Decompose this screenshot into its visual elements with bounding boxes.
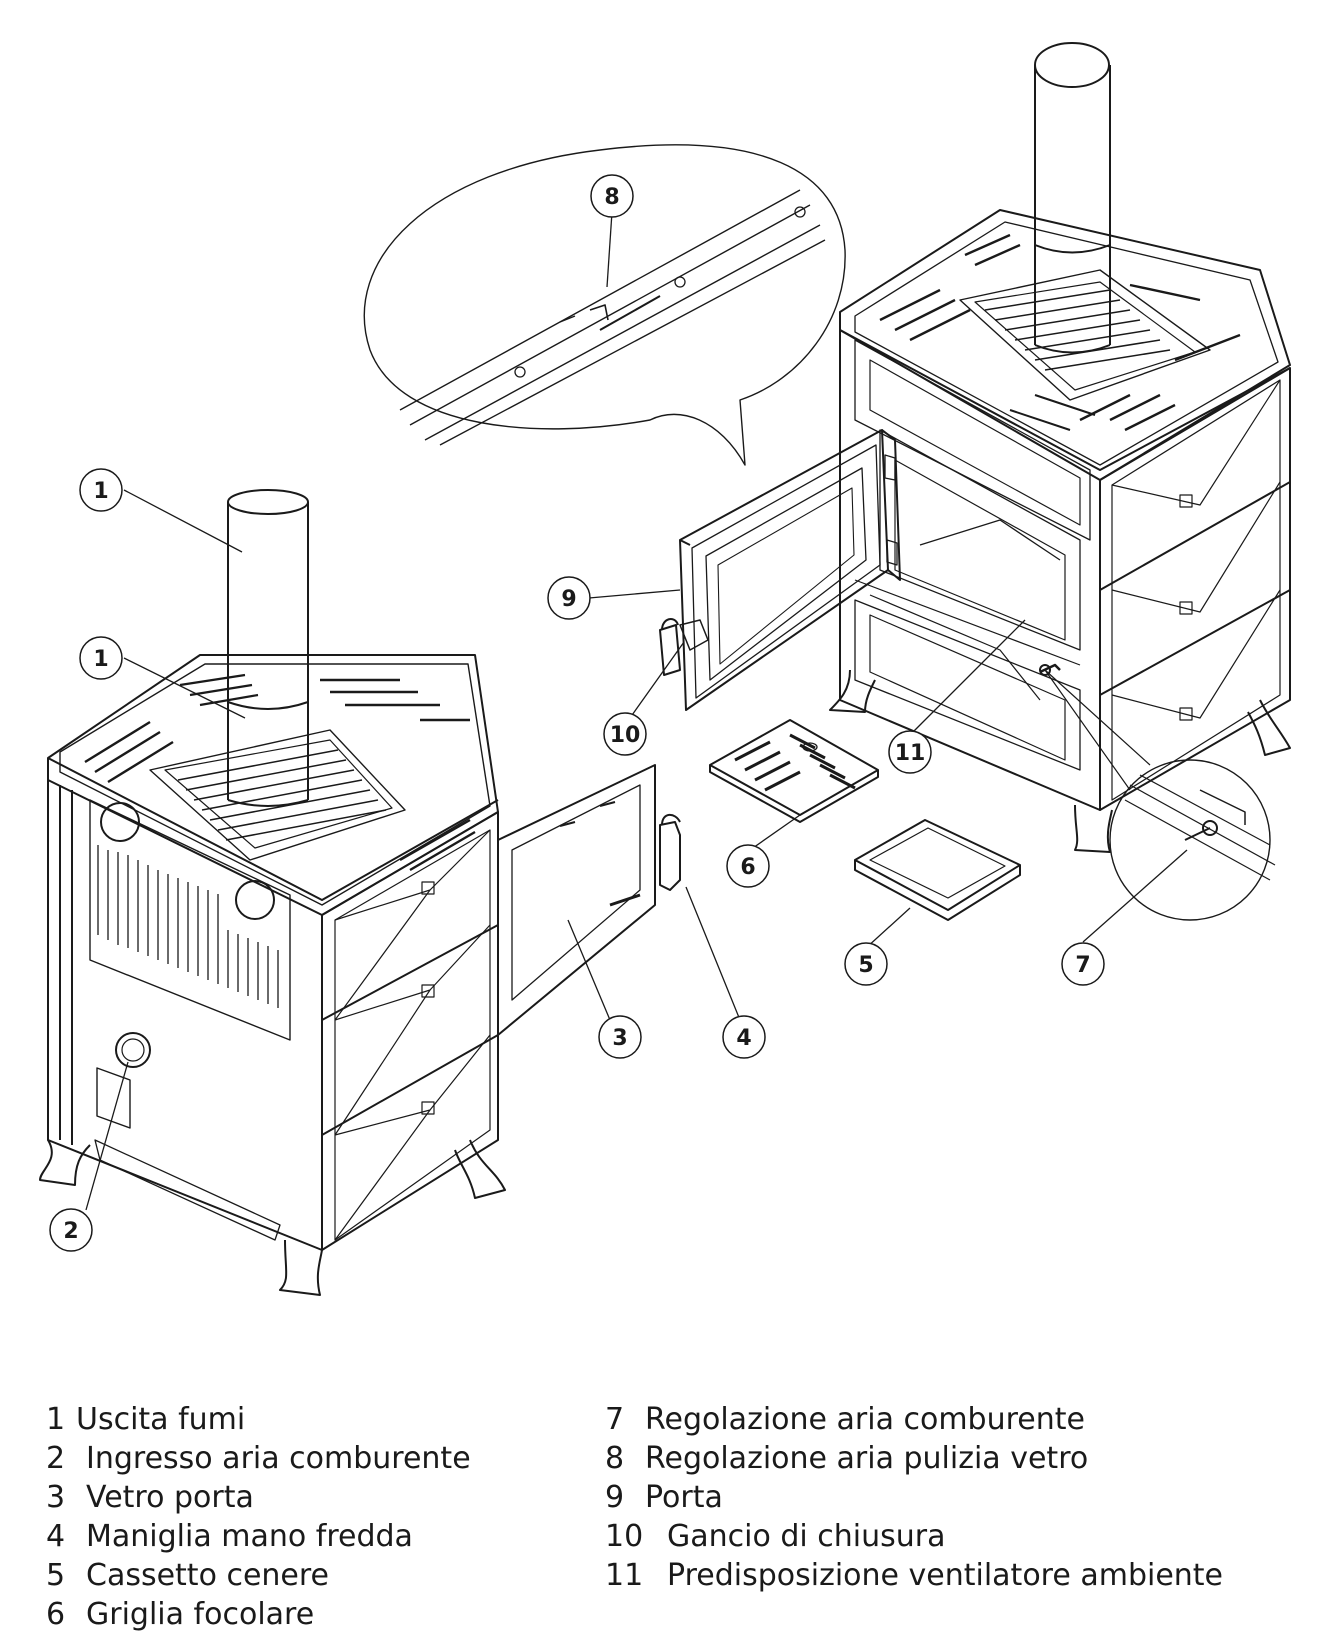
callout-8: 8 bbox=[590, 174, 634, 218]
left-stove-side-panel bbox=[321, 811, 499, 1251]
svg-text:10: 10 bbox=[610, 723, 641, 748]
svg-text:7: 7 bbox=[1075, 953, 1090, 978]
callout-badges: 1 1 2 3 4 5 6 7 bbox=[49, 174, 1105, 1252]
callout-9: 9 bbox=[547, 576, 591, 620]
open-door bbox=[659, 429, 901, 711]
svg-text:5: 5 bbox=[858, 953, 873, 978]
callout-5: 5 bbox=[844, 942, 888, 986]
callout-2: 2 bbox=[49, 1208, 93, 1252]
right-stove-side-panel bbox=[1099, 367, 1291, 811]
zoom-detail-air-clean bbox=[363, 144, 846, 466]
callout-6: 6 bbox=[726, 844, 770, 888]
right-stove-legs bbox=[829, 669, 1291, 853]
cold-handle bbox=[659, 813, 681, 891]
callout-7: 7 bbox=[1061, 942, 1105, 986]
svg-text:9: 9 bbox=[561, 587, 576, 612]
left-top-plate bbox=[47, 654, 499, 916]
ash-drawer bbox=[854, 819, 1021, 921]
zoom-detail-air-intake bbox=[1044, 669, 1276, 921]
svg-text:1: 1 bbox=[93, 479, 108, 504]
left-stove bbox=[39, 489, 506, 1296]
left-stove-legs bbox=[39, 1139, 506, 1296]
stove-exploded-diagram: 1 1 2 3 4 5 6 7 bbox=[39, 42, 1291, 1296]
door-glass-panel bbox=[497, 764, 656, 1036]
svg-text:8: 8 bbox=[604, 185, 619, 210]
svg-text:6: 6 bbox=[740, 855, 755, 880]
callout-11: 11 bbox=[888, 730, 932, 774]
svg-text:4: 4 bbox=[736, 1026, 751, 1051]
right-chimney-flue bbox=[1034, 42, 1111, 354]
svg-text:3: 3 bbox=[612, 1026, 627, 1051]
svg-text:11: 11 bbox=[895, 741, 926, 766]
right-stove-front bbox=[839, 330, 1101, 811]
svg-text:1: 1 bbox=[93, 647, 108, 672]
svg-text:2: 2 bbox=[63, 1219, 78, 1244]
leader-lines bbox=[85, 211, 1188, 1211]
callout-1b: 1 bbox=[79, 636, 123, 680]
right-stove bbox=[829, 42, 1291, 853]
callout-3: 3 bbox=[598, 1015, 642, 1059]
callout-1a: 1 bbox=[79, 468, 123, 512]
callout-4: 4 bbox=[722, 1015, 766, 1059]
right-top-plate bbox=[839, 209, 1291, 481]
callout-10: 10 bbox=[603, 712, 647, 756]
firebox-grate bbox=[709, 719, 879, 823]
left-chimney-flue bbox=[227, 489, 309, 807]
